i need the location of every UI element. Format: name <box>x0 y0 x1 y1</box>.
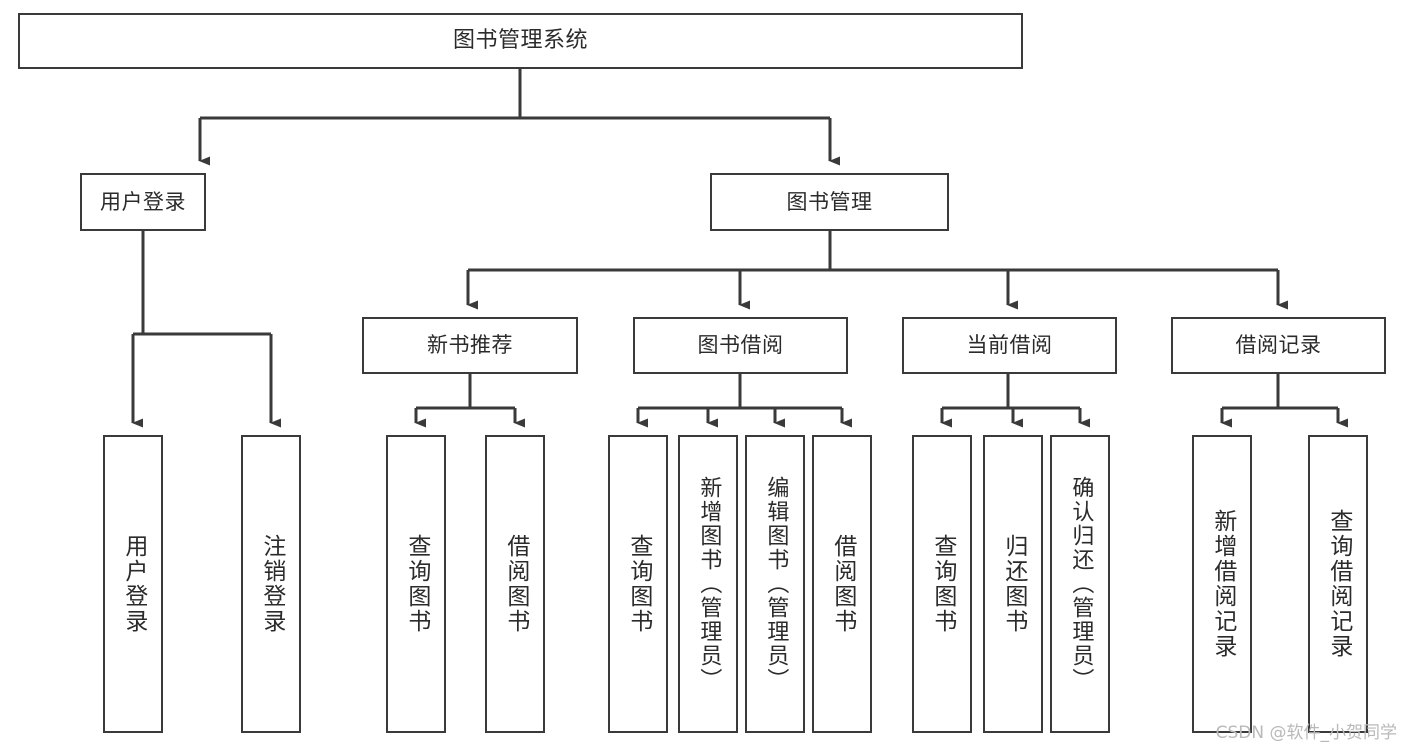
watermark-text: CSDN @软件_小贺同学 <box>1215 723 1397 743</box>
node-book-borrow-label: 图书借阅 <box>697 333 784 358</box>
node-book-manage-label: 图书管理 <box>786 189 873 214</box>
node-leaf-add-book-label: 新增图书（管理员） <box>696 476 722 692</box>
node-leaf-borrow-book-1[interactable]: 借阅图书 <box>485 435 545 733</box>
node-leaf-query-book-1[interactable]: 查询图书 <box>386 435 446 733</box>
node-book-borrow[interactable]: 图书借阅 <box>633 317 848 374</box>
node-leaf-borrow-book-2[interactable]: 借阅图书 <box>812 435 872 733</box>
node-leaf-return-book[interactable]: 归还图书 <box>983 435 1043 733</box>
node-leaf-add-book[interactable]: 新增图书（管理员） <box>678 435 738 733</box>
node-leaf-query-book-3[interactable]: 查询图书 <box>912 435 972 733</box>
node-leaf-confirm-return[interactable]: 确认归还（管理员） <box>1050 435 1110 733</box>
node-leaf-query-book-3-label: 查询图书 <box>929 534 956 634</box>
node-leaf-return-book-label: 归还图书 <box>1000 534 1027 634</box>
node-current-borrow-label: 当前借阅 <box>966 333 1053 358</box>
node-leaf-query-book-2-label: 查询图书 <box>625 534 652 634</box>
node-leaf-logout[interactable]: 注销登录 <box>241 435 301 733</box>
node-new-book-rec[interactable]: 新书推荐 <box>362 317 578 374</box>
node-leaf-add-record-label: 新增借阅记录 <box>1209 509 1236 659</box>
node-leaf-edit-book[interactable]: 编辑图书（管理员） <box>745 435 805 733</box>
node-leaf-query-book-2[interactable]: 查询图书 <box>608 435 668 733</box>
node-leaf-query-record[interactable]: 查询借阅记录 <box>1308 435 1368 733</box>
node-leaf-borrow-book-1-label: 借阅图书 <box>502 534 529 634</box>
node-leaf-user-login-label: 用户登录 <box>120 534 147 634</box>
node-new-book-rec-label: 新书推荐 <box>427 333 513 358</box>
node-leaf-logout-label: 注销登录 <box>258 534 285 634</box>
node-user-login[interactable]: 用户登录 <box>80 173 206 231</box>
node-book-manage[interactable]: 图书管理 <box>710 173 949 231</box>
node-borrow-record[interactable]: 借阅记录 <box>1171 317 1386 374</box>
node-current-borrow[interactable]: 当前借阅 <box>902 317 1117 374</box>
node-root[interactable]: 图书管理系统 <box>18 13 1023 69</box>
node-leaf-add-record[interactable]: 新增借阅记录 <box>1192 435 1252 733</box>
node-borrow-record-label: 借阅记录 <box>1235 333 1322 358</box>
node-leaf-borrow-book-2-label: 借阅图书 <box>829 534 856 634</box>
node-root-label: 图书管理系统 <box>452 28 588 54</box>
node-leaf-confirm-return-label: 确认归还（管理员） <box>1068 476 1094 692</box>
node-leaf-edit-book-label: 编辑图书（管理员） <box>763 476 789 692</box>
node-leaf-user-login[interactable]: 用户登录 <box>103 435 163 733</box>
node-user-login-label: 用户登录 <box>100 189 186 214</box>
node-leaf-query-record-label: 查询借阅记录 <box>1325 509 1352 659</box>
node-leaf-query-book-1-label: 查询图书 <box>403 534 430 634</box>
